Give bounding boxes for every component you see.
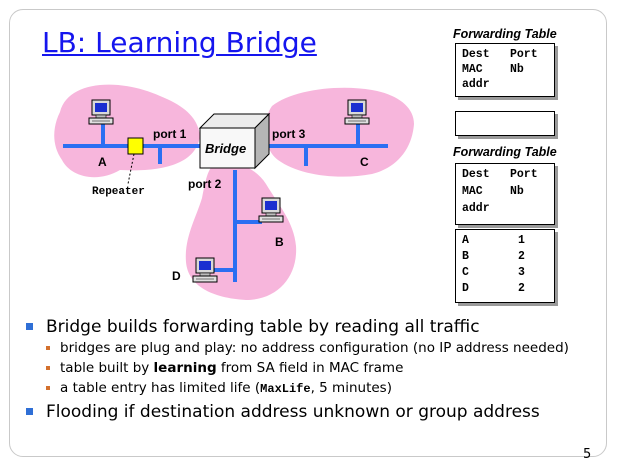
computer-B-icon [258, 197, 284, 223]
station-label-B: B [275, 235, 284, 249]
slide-title: LB: Learning Bridge [42, 26, 317, 59]
row-dest: B [462, 250, 469, 263]
forwarding-table-bottom-title: Forwarding Table [453, 145, 557, 159]
header-port: Port [510, 168, 538, 181]
repeater-icon [127, 137, 144, 155]
forwarding-table-top-title: Forwarding Table [453, 27, 557, 41]
station-label-A: A [98, 155, 107, 169]
sub-bullet-item: bridges are plug and play: no address co… [24, 340, 604, 357]
slide-border [9, 9, 607, 457]
row-port: 2 [518, 282, 525, 295]
header-port: Port [510, 48, 538, 61]
computer-C-icon [344, 99, 370, 125]
sub-bullet-item: a table entry has limited life (MaxLife,… [24, 380, 604, 398]
lan-cloud-right [265, 87, 414, 177]
sub-bullet-text: , 5 minutes) [310, 380, 392, 396]
forwarding-table-bottom-body: A 1 B 2 C 3 D 2 [455, 229, 555, 303]
sub-bullet-item: table built by learning from SA field in… [24, 360, 604, 377]
network-diagram: Bridge port 1 port 3 port 2 A C B D Repe… [54, 84, 414, 300]
computer-D-icon [192, 257, 218, 283]
sub-bullet-bold: learning [153, 360, 217, 376]
header-addr: addr [462, 202, 490, 215]
computer-A-icon [88, 99, 114, 125]
sub-bullet-text: from SA field in MAC frame [216, 360, 404, 376]
header-dest: Dest [462, 48, 490, 61]
bridge-box-icon [198, 112, 271, 170]
port-3-label: port 3 [272, 127, 306, 141]
sub-bullet-text: a table entry has limited life ( [60, 380, 261, 396]
bridge-label: Bridge [205, 141, 246, 156]
repeater-pointer [127, 153, 135, 185]
forwarding-table-bottom-header: Dest Port MAC Nb addr [455, 163, 555, 225]
row-port: 1 [518, 234, 525, 247]
header-addr: addr [462, 78, 490, 91]
header-dest: Dest [462, 168, 490, 181]
sub-bullet-code: MaxLife [260, 382, 311, 396]
repeater-label: Repeater [92, 186, 145, 198]
lan-cloud-left [54, 84, 200, 178]
header-nb: Nb [510, 63, 524, 76]
row-dest: D [462, 282, 469, 295]
header-nb: Nb [510, 185, 524, 198]
header-mac: MAC [462, 185, 483, 198]
bullet-item: Bridge builds forwarding table by readin… [24, 316, 604, 338]
forwarding-table-top-header: Dest Port MAC Nb addr [455, 43, 555, 97]
station-label-D: D [172, 269, 181, 283]
row-port: 2 [518, 250, 525, 263]
station-label-C: C [360, 155, 369, 169]
forwarding-table-top-body-empty [455, 111, 555, 136]
header-mac: MAC [462, 63, 483, 76]
row-port: 3 [518, 266, 525, 279]
page-number: 5 [583, 447, 592, 462]
row-dest: A [462, 234, 469, 247]
bullet-list: Bridge builds forwarding table by readin… [24, 316, 604, 425]
port-1-label: port 1 [153, 127, 187, 141]
bullet-item: Flooding if destination address unknown … [24, 401, 604, 423]
port-2-label: port 2 [188, 177, 222, 191]
sub-bullet-text: table built by [60, 360, 154, 376]
row-dest: C [462, 266, 469, 279]
